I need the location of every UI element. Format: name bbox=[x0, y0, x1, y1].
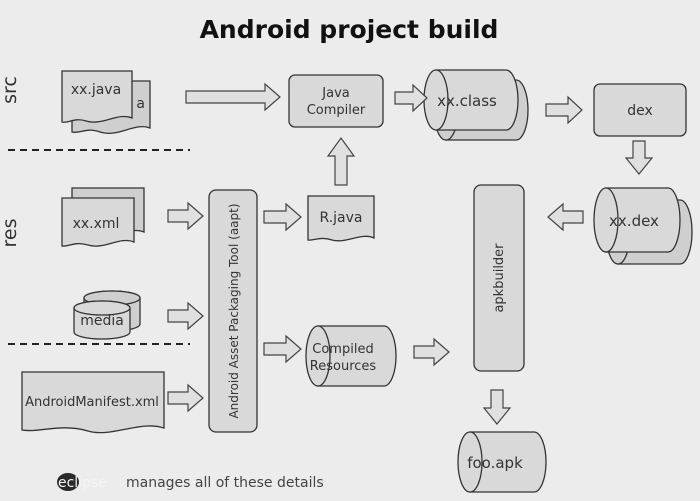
apkbuilder-box bbox=[473, 184, 525, 372]
class-files-label: xx.class bbox=[437, 92, 497, 110]
apk-label: foo.apk bbox=[467, 454, 523, 472]
dex-files: xx.dex bbox=[593, 187, 693, 265]
dex-files-label: xx.dex bbox=[609, 212, 659, 230]
r-java-label: R.java bbox=[319, 210, 362, 226]
source-java-files: a xx.java bbox=[61, 70, 151, 134]
dex-box bbox=[593, 83, 687, 137]
source-java-label: xx.java bbox=[71, 82, 121, 98]
section-label-res: res bbox=[0, 219, 21, 248]
manifest-doc bbox=[21, 371, 165, 434]
media-files: media bbox=[73, 290, 141, 340]
resource-xml-label: xx.xml bbox=[73, 216, 120, 232]
dex-label: dex bbox=[627, 103, 653, 119]
arrow-media-to-aapt bbox=[167, 301, 204, 331]
compiled-resources-label-line2: Resources bbox=[310, 359, 377, 374]
resource-xml-files: xx.xml bbox=[61, 187, 145, 247]
arrow-aapt-to-rjava bbox=[263, 202, 302, 232]
source-doc-front bbox=[61, 70, 133, 124]
section-label-src: src bbox=[0, 76, 21, 104]
java-compiler-box bbox=[288, 74, 384, 128]
class-cylinder-front bbox=[435, 69, 519, 131]
arrow-java-to-compiler bbox=[185, 82, 281, 112]
arrow-xml-to-aapt bbox=[167, 201, 204, 231]
xml-doc-front bbox=[61, 197, 135, 247]
footer-text: manages all of these details bbox=[126, 475, 324, 491]
apk-cylinder bbox=[469, 431, 547, 493]
eclipse-logo: eclipse bbox=[57, 473, 107, 491]
java-compiler-label-line1: Java bbox=[321, 86, 349, 101]
compiled-resources-cap bbox=[305, 325, 331, 387]
compiled-resources-label-line1: Compiled bbox=[312, 342, 373, 357]
arrow-rjava-to-compiler bbox=[326, 136, 356, 186]
arrow-apkbuilder-to-apk bbox=[482, 389, 512, 425]
arrow-manifest-to-aapt bbox=[167, 383, 204, 413]
apkbuilder-label: apkbuilder bbox=[492, 243, 507, 313]
eclipse-logo-mark bbox=[57, 473, 79, 491]
dex-cylinder-front bbox=[605, 187, 681, 253]
source-doc-back-label: a bbox=[136, 96, 145, 112]
aapt-box bbox=[208, 189, 258, 433]
media-label: media bbox=[80, 313, 124, 329]
eclipse-logo-text: eclipse bbox=[58, 475, 107, 491]
r-java-doc bbox=[307, 195, 375, 242]
diagram-title: Android project build bbox=[200, 15, 499, 44]
arrow-compiled-to-apkbuilder bbox=[413, 337, 450, 367]
arrow-compiler-to-class bbox=[394, 83, 428, 113]
compiled-resources-cylinder bbox=[317, 325, 397, 387]
arrow-aapt-to-compiled bbox=[263, 334, 302, 364]
java-compiler-label-line2: Compiler bbox=[307, 103, 366, 118]
arrow-dex-to-dexfiles bbox=[624, 140, 654, 175]
aapt-label: Android Asset Packaging Tool (aapt) bbox=[227, 203, 241, 418]
apk-cylinder-cap bbox=[457, 431, 483, 493]
media-cylinder-front-cap bbox=[73, 300, 131, 316]
arrow-dexfiles-to-apkbuilder bbox=[547, 202, 584, 232]
class-files: xx.class bbox=[423, 69, 529, 141]
manifest-label: AndroidManifest.xml bbox=[25, 395, 159, 410]
arrow-class-to-dex bbox=[545, 95, 583, 125]
dex-cylinder-front-cap bbox=[593, 187, 619, 253]
